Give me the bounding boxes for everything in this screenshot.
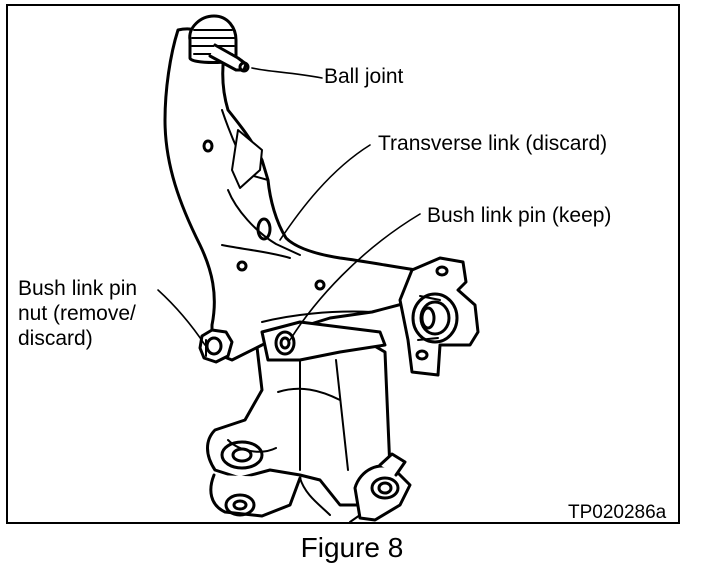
tie-rod-end	[349, 452, 412, 523]
figure-caption: Figure 8	[300, 532, 404, 563]
ball-joint	[188, 14, 250, 73]
steering-knuckle	[206, 321, 393, 518]
rear-bushing-bracket	[398, 256, 480, 377]
transverse-link	[163, 27, 432, 362]
ball-joint-label: Ball joint	[324, 65, 404, 88]
transverse-link-leader	[279, 144, 371, 241]
figure-frame	[6, 4, 680, 524]
reference-code: TP020286a	[568, 502, 667, 523]
bush-link-pin-nut-label: Bush link pin nut (remove/ discard)	[18, 277, 138, 350]
bush-link-pin-assembly	[260, 320, 387, 362]
transverse-link-label: Transverse link (discard)	[378, 132, 608, 155]
ball-joint-leader	[251, 67, 323, 79]
bush-link-pin-nut	[198, 328, 234, 364]
bush-link-pin-leader	[289, 213, 421, 341]
bush-link-pin-label: Bush link pin (keep)	[427, 204, 612, 227]
callout-leaders	[157, 67, 421, 346]
bush-link-pin-nut-leader	[157, 289, 206, 346]
